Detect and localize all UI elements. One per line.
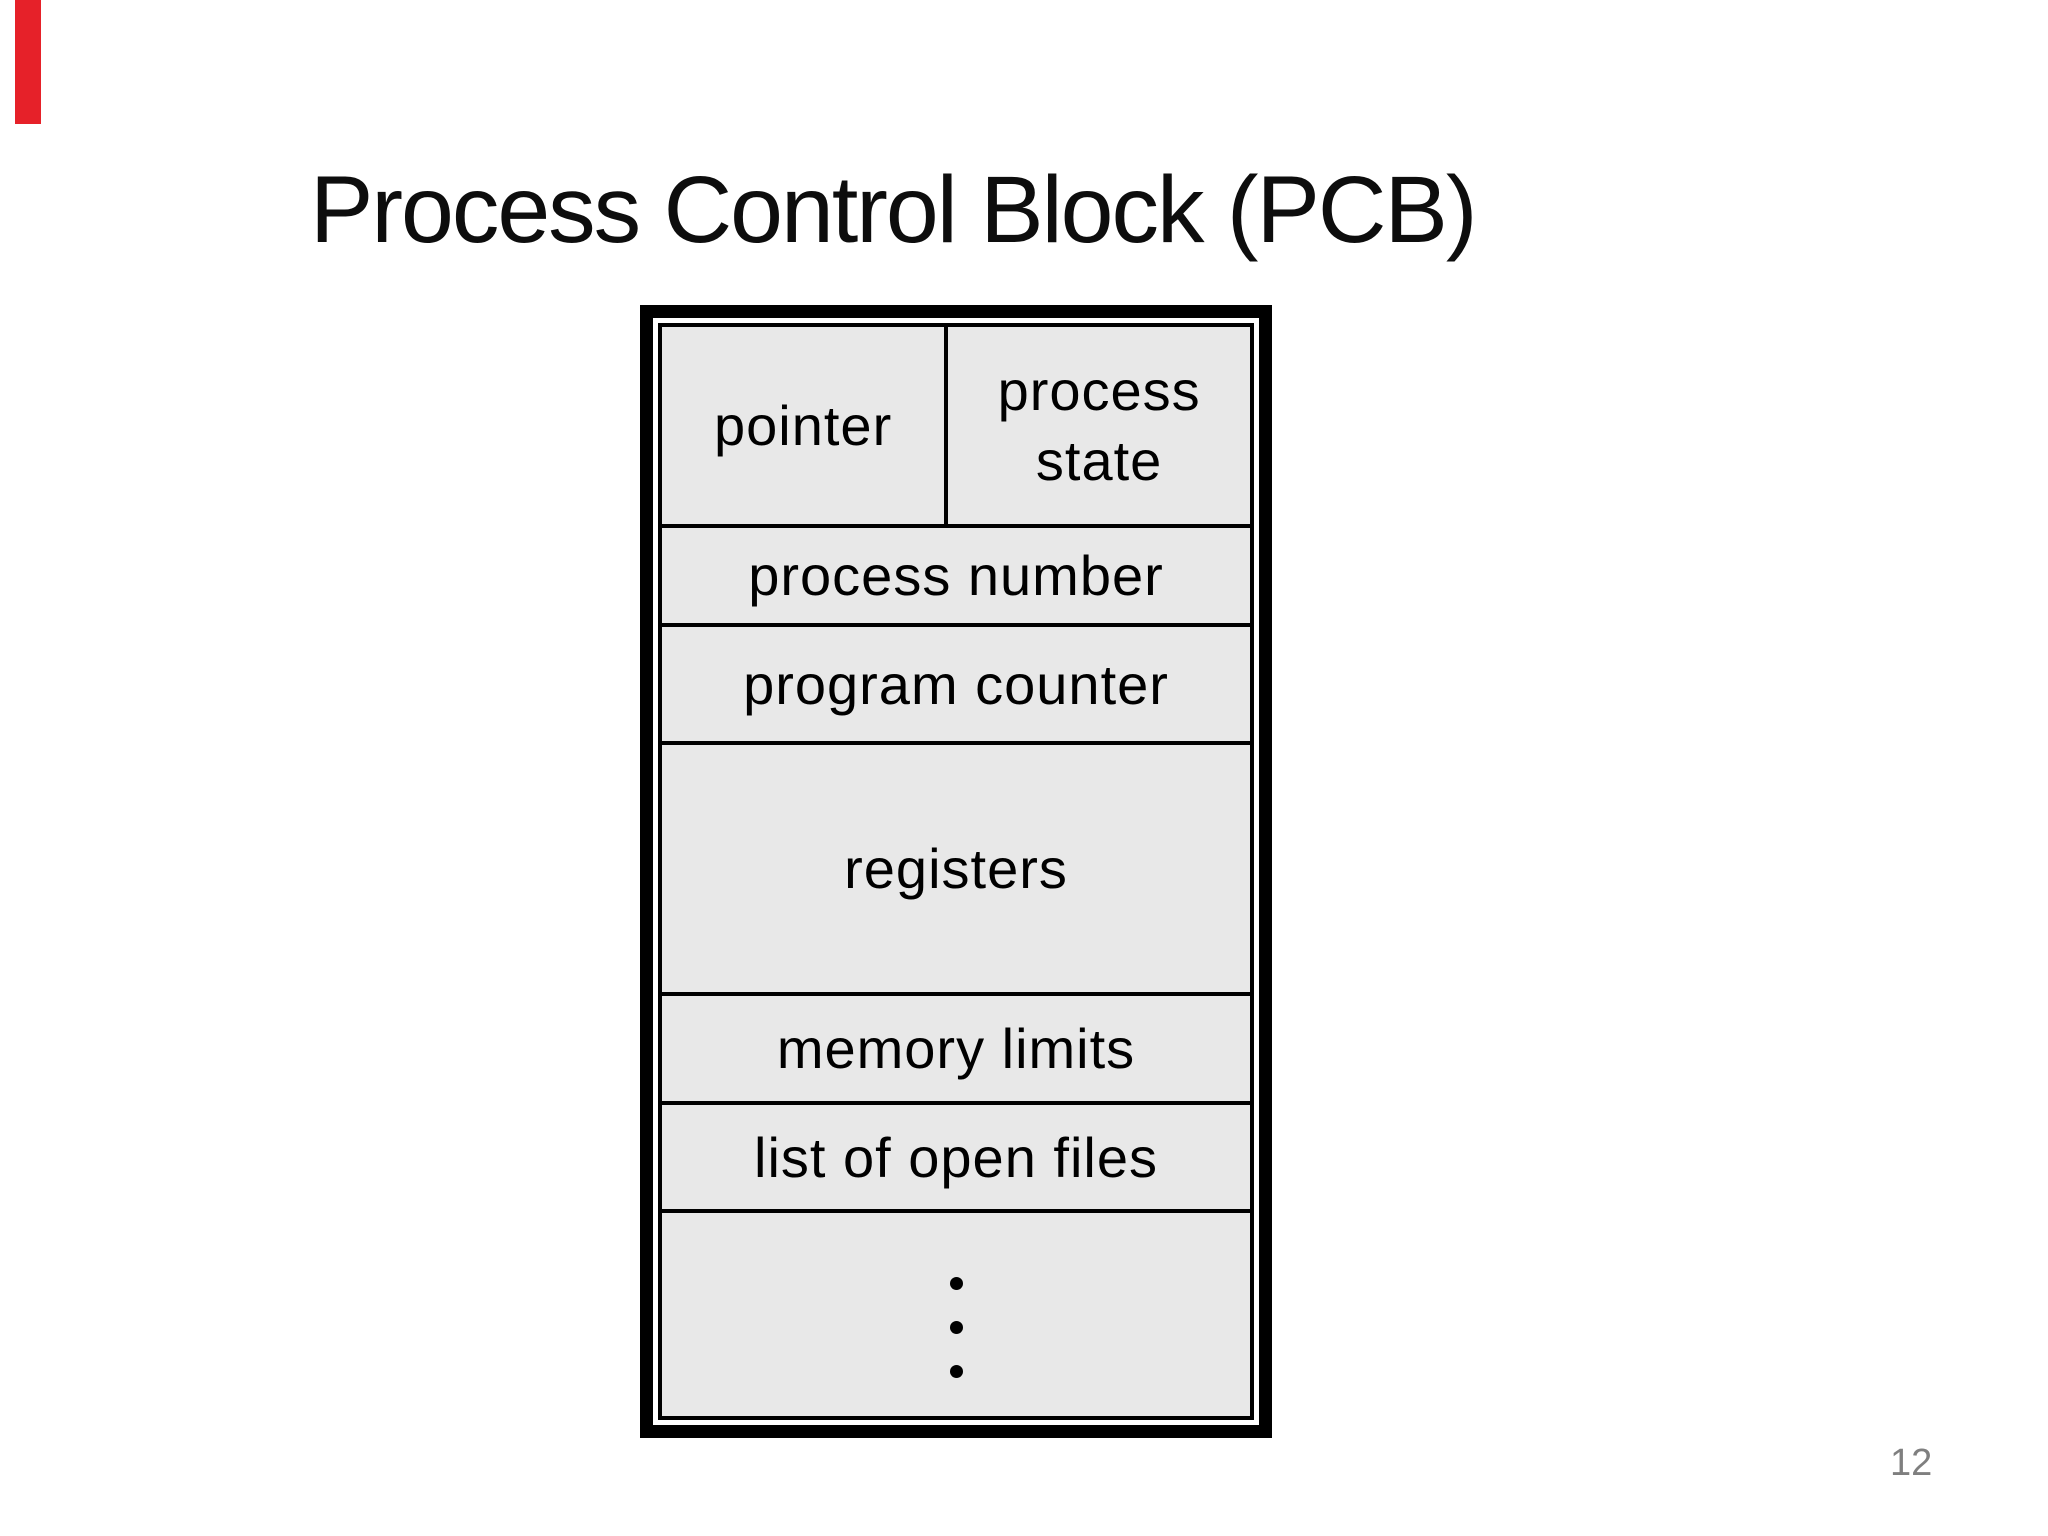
ellipsis-dot — [949, 1365, 963, 1378]
slide-title: Process Control Block (PCB) — [310, 156, 1478, 263]
red-marker-bar — [15, 0, 41, 124]
pcb-row-list-of-open-files: list of open files — [662, 1101, 1250, 1209]
pcb-cell-pointer: pointer — [662, 327, 944, 524]
pcb-label-pointer: pointer — [714, 394, 893, 457]
pcb-row-memory-limits: memory limits — [662, 992, 1250, 1101]
ellipsis-dot — [949, 1277, 963, 1290]
pcb-label-program-counter: program counter — [743, 652, 1169, 716]
pcb-label-registers: registers — [844, 837, 1068, 900]
pcb-label-memory-limits: memory limits — [776, 1017, 1136, 1080]
pcb-diagram-inner: pointer process state process number pro… — [658, 323, 1254, 1420]
pcb-row-top: pointer process state — [662, 327, 1250, 524]
pcb-row-registers: registers — [662, 741, 1250, 992]
pcb-cell-process-state: process state — [944, 327, 1250, 524]
pcb-label-list-of-open-files: list of open files — [754, 1125, 1158, 1189]
pcb-diagram: pointer process state process number pro… — [640, 305, 1272, 1438]
pcb-row-ellipsis — [662, 1209, 1250, 1416]
ellipsis-dot — [949, 1321, 963, 1334]
page-number: 12 — [1890, 1442, 1933, 1484]
pcb-row-process-number: process number — [662, 524, 1250, 623]
pcb-label-process-state: process state — [997, 358, 1201, 492]
pcb-row-program-counter: program counter — [662, 623, 1250, 741]
pcb-label-process-number: process number — [748, 544, 1164, 607]
